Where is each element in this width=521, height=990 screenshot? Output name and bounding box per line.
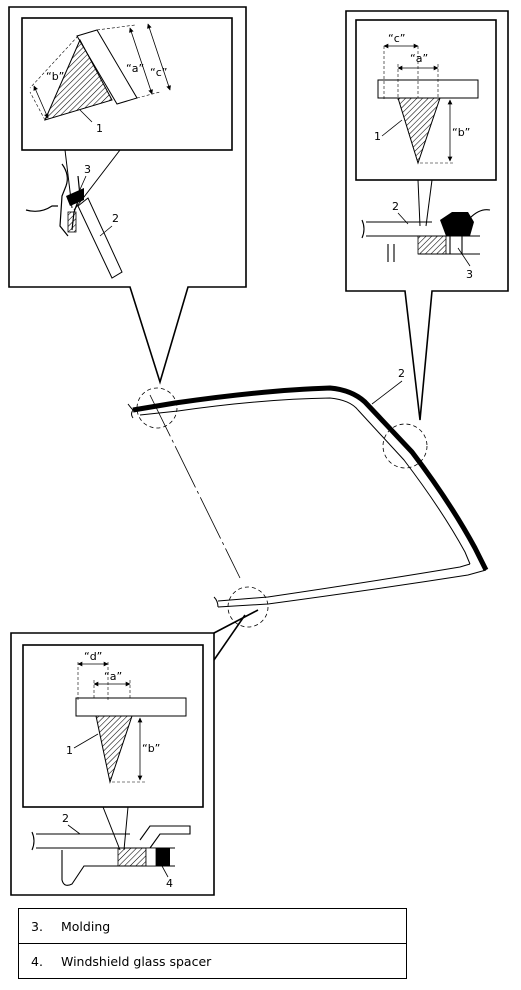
callout-2-top-left: 2 — [112, 212, 119, 225]
legend-label: Molding — [61, 918, 111, 934]
callout-2-main: 2 — [398, 367, 405, 380]
detail-circle-right — [382, 423, 428, 469]
callout-2-top-right: 2 — [392, 200, 399, 213]
dim-d-bottom: “d” — [84, 650, 102, 663]
detail-circle-bottom — [227, 586, 269, 628]
dim-a-top-left: “a” — [126, 62, 144, 75]
callout-1-bottom: 1 — [66, 744, 73, 757]
detail-circle-top-left — [136, 387, 178, 429]
legend-number: 4. — [31, 953, 43, 969]
dim-b-top-right: “b” — [452, 126, 470, 139]
legend-table: 3. Molding 4. Windshield glass spacer — [18, 908, 407, 979]
callout-3-top-left: 3 — [84, 163, 91, 176]
callout-4-bottom: 4 — [166, 877, 173, 890]
callout-1-top-right: 1 — [374, 130, 381, 143]
legend-number: 3. — [31, 918, 43, 934]
windshield-glass — [127, 385, 489, 608]
callout-3-top-right: 3 — [466, 268, 473, 281]
dim-b-bottom: “b” — [142, 742, 160, 755]
dim-b-top-left: “b” — [46, 70, 64, 83]
dim-c-top-right: “c” — [388, 32, 405, 45]
legend-row-spacer: 4. Windshield glass spacer — [18, 943, 407, 979]
callout-1-top-left: 1 — [96, 122, 103, 135]
dim-a-top-right: “a” — [410, 52, 428, 65]
dim-c-top-left: “c” — [150, 66, 167, 79]
windshield-installation-diagram: 2 “b” “a” “c” 1 3 2 “c” “a” — [8, 6, 509, 896]
legend-row-molding: 3. Molding — [18, 908, 407, 944]
dim-a-bottom: “a” — [104, 670, 122, 683]
legend-label: Windshield glass spacer — [61, 953, 212, 969]
callout-2-bottom: 2 — [62, 812, 69, 825]
